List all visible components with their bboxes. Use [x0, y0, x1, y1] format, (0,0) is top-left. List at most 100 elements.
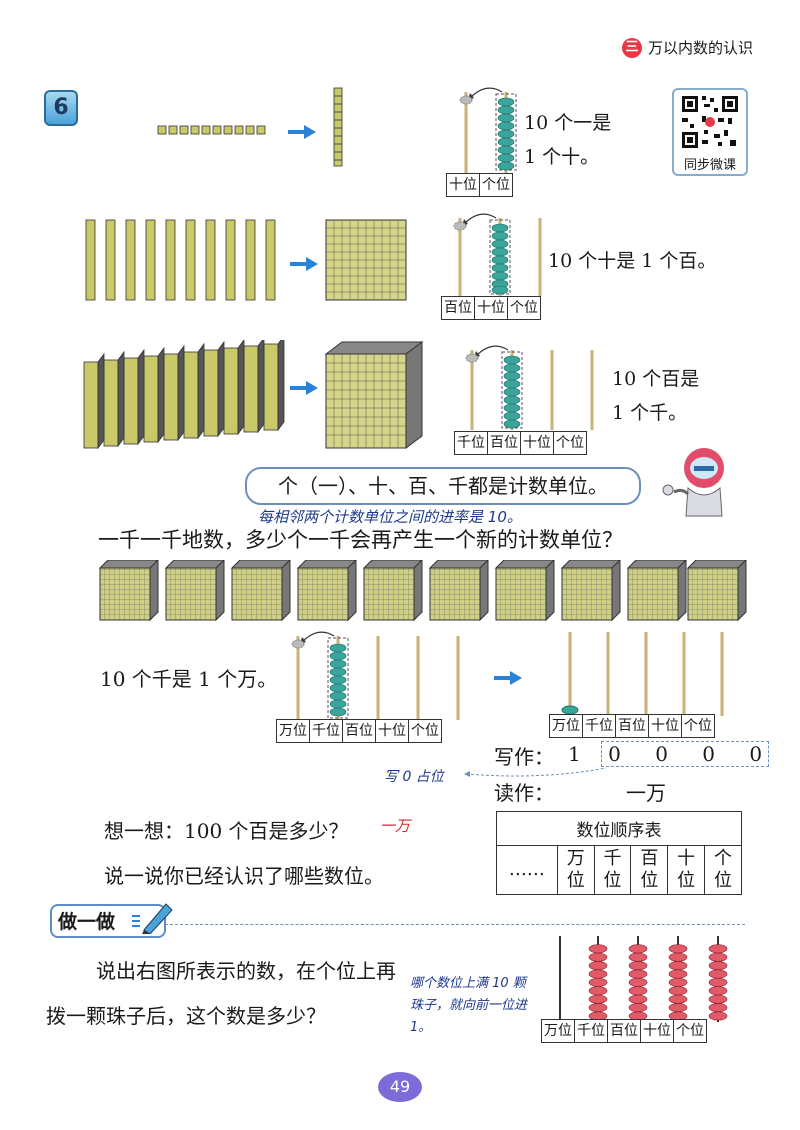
table-cell: 百位 — [630, 845, 669, 895]
abacus-bead — [628, 952, 648, 962]
abacus-bead — [628, 986, 648, 996]
place-label: 十位 — [521, 432, 554, 454]
abacus-tens — [453, 213, 542, 296]
tens-to-hundred-illustration — [85, 219, 407, 301]
abacus-bead — [708, 944, 728, 954]
carry-note: 哪个数位上满 10 颗珠子，就向前一位进 1。 — [410, 976, 528, 1035]
abacus-bead — [668, 994, 688, 1004]
place-row-ten-thousand-right: 万位 千位 百位 十位 个位 — [549, 714, 715, 738]
place-label: 十位 — [641, 1020, 674, 1042]
pencil-icon — [132, 903, 173, 934]
place-label: 百位 — [442, 297, 475, 319]
ten-thousand-cubes — [99, 560, 747, 621]
place-label: 万位 — [277, 720, 310, 742]
abacus-bead — [708, 1011, 728, 1021]
ten-rod — [333, 87, 343, 167]
place-label: 十位 — [447, 174, 480, 196]
row3-caption-line1: 10 个百是 — [612, 368, 700, 390]
digit: 1 — [568, 742, 581, 766]
row3-caption-line2: 1 个千。 — [612, 402, 688, 424]
place-order-table: 数位顺序表 …… 万位 千位 百位 十位 个位 — [496, 811, 742, 895]
abacus-ten-thousand — [561, 632, 724, 716]
place-label: 十位 — [376, 720, 409, 742]
ones-to-ten-illustration — [157, 125, 316, 139]
table-title: 数位顺序表 — [496, 811, 742, 846]
place-label: 十位 — [475, 297, 508, 319]
practice-label: 做一做 — [58, 911, 116, 933]
abacus-bead — [708, 1003, 728, 1013]
exercise-line1: 说出右图所表示的数，在个位上再 — [96, 959, 396, 983]
qr-code-icon[interactable] — [672, 88, 748, 176]
robot-mascot-icon — [662, 448, 724, 517]
abacus-thousands — [291, 631, 460, 720]
table-cell: 个位 — [704, 845, 742, 895]
abacus-bead — [708, 977, 728, 987]
page-number: 49 — [378, 1072, 422, 1102]
abacus-bead — [668, 961, 688, 971]
qr-label: 同步微课 — [683, 158, 736, 173]
read-value: 一万 — [626, 781, 666, 805]
abacus-bead — [588, 961, 608, 971]
abacus-bead — [708, 961, 728, 971]
place-row-3: 千位 百位 十位 个位 — [454, 431, 587, 455]
place-label: 个位 — [676, 1023, 704, 1039]
place-label: 百位 — [343, 720, 376, 742]
place-label: 个位 — [684, 718, 712, 734]
abacus-bead — [588, 952, 608, 962]
counting-question: 一千一千地数，多少个一千会再产生一个新的计数单位？ — [98, 528, 623, 552]
abacus-exercise — [559, 936, 728, 1022]
abacus-bead — [668, 977, 688, 987]
abacus-bead — [708, 986, 728, 996]
ten-thousand-caption: 10 个千是 1 个万。 — [100, 667, 278, 691]
abacus-bead — [628, 1003, 648, 1013]
abacus-bead — [628, 944, 648, 954]
say-prompt: 说一说你已经认识了哪些数位。 — [104, 864, 384, 888]
chapter-badge: 三 — [622, 38, 642, 58]
zero-note-arrow — [464, 767, 607, 777]
table-cell: 十位 — [667, 845, 706, 895]
place-label: 万位 — [542, 1020, 575, 1042]
abacus-bead — [628, 977, 648, 987]
radix-note: 每相邻两个计数单位之间的进率是 10。 — [258, 508, 522, 526]
abacus-bead — [588, 994, 608, 1004]
abacus-bead — [668, 944, 688, 954]
abacus-bead — [628, 961, 648, 971]
place-row-exercise: 万位 千位 百位 十位 个位 — [541, 1019, 707, 1043]
practice-divider — [165, 924, 745, 925]
abacus-bead — [708, 969, 728, 979]
digit: 0 — [608, 742, 621, 766]
abacus-bead — [628, 994, 648, 1004]
place-label: 千位 — [583, 715, 616, 737]
abacus-bead — [628, 969, 648, 979]
abacus-bead — [708, 952, 728, 962]
chapter-title: 万以内数的认识 — [648, 39, 754, 57]
write-label: 写作： — [494, 745, 554, 769]
counting-units-bubble: 个（一）、十、百、千都是计数单位。 — [245, 467, 641, 505]
table-cell: 千位 — [593, 845, 632, 895]
abacus-bead — [588, 986, 608, 996]
place-label: 百位 — [608, 1020, 641, 1042]
place-label: 百位 — [488, 432, 521, 454]
abacus-bead — [668, 1003, 688, 1013]
place-label: 万位 — [550, 715, 583, 737]
abacus-bead — [588, 969, 608, 979]
table-cell: 万位 — [556, 845, 595, 895]
place-label: 十位 — [649, 715, 682, 737]
place-label: 百位 — [616, 715, 649, 737]
place-label: 千位 — [575, 1020, 608, 1042]
table-cell: …… — [496, 845, 558, 895]
place-label: 个位 — [510, 300, 538, 316]
abacus-ones — [459, 87, 517, 174]
abacus-bead — [588, 1003, 608, 1013]
place-label: 个位 — [411, 723, 439, 739]
row1-caption-line2: 1 个十。 — [524, 146, 600, 168]
written-number: 1 0 0 0 0 — [568, 741, 770, 767]
digit: 0 — [749, 742, 763, 766]
abacus-hundreds — [465, 345, 594, 430]
place-row-ten-thousand-left: 万位 千位 百位 十位 个位 — [276, 719, 442, 743]
place-row-1: 十位 个位 — [446, 173, 513, 197]
place-row-2: 百位 十位 个位 — [441, 296, 541, 320]
abacus-bead — [668, 952, 688, 962]
place-label: 个位 — [556, 435, 584, 451]
zero-placeholder-note: 写 0 占位 — [384, 769, 444, 785]
